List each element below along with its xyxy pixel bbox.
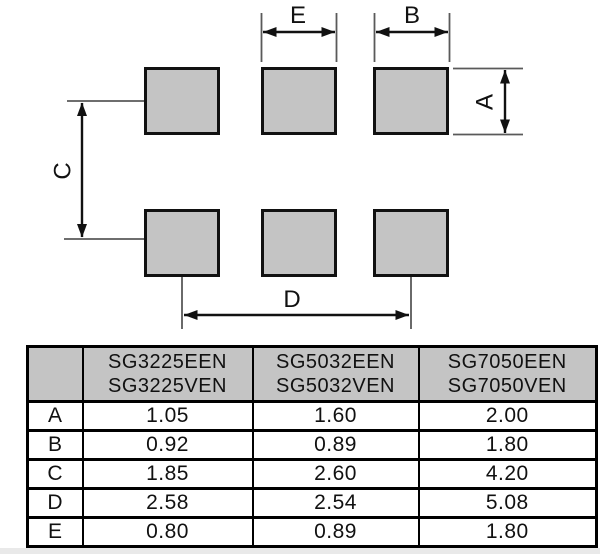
arrowhead-left: [184, 310, 198, 320]
row-label: E: [26, 516, 84, 548]
row-label: A: [26, 400, 84, 432]
pads: [144, 67, 449, 277]
row-label: C: [26, 458, 84, 490]
dim-value: 4.20: [417, 458, 598, 490]
dim-value: 5.08: [417, 487, 598, 519]
pad-bottom-left: [144, 209, 220, 277]
col-header-sg7050: SG7050EEN SG7050VEN: [417, 345, 598, 403]
arrowhead-right: [321, 27, 335, 37]
page-edge: [0, 548, 600, 554]
dim-value: 1.80: [417, 429, 598, 461]
table-row-d: D 2.58 2.54 5.08: [26, 487, 598, 519]
pad-top-left: [144, 67, 220, 135]
arrowhead-left: [376, 27, 390, 37]
dim-value: 1.80: [417, 516, 598, 548]
pad-bottom-middle: [261, 209, 337, 277]
pad-top-right: [373, 67, 449, 135]
col-header-sg3225: SG3225EEN SG3225VEN: [81, 345, 254, 403]
dim-value: 2.60: [251, 458, 420, 490]
dimension-b: B: [373, 2, 451, 62]
table-header-row: SG3225EEN SG3225VEN SG5032EEN SG5032VEN …: [26, 345, 598, 403]
dim-label-b: B: [404, 2, 420, 29]
dim-value: 0.89: [251, 516, 420, 548]
row-label: D: [26, 487, 84, 519]
dimension-e: E: [260, 2, 338, 62]
dimension-a: A: [453, 67, 523, 136]
dim-value: 0.80: [81, 516, 254, 548]
dim-value: 0.92: [81, 429, 254, 461]
dimension-c: C: [50, 100, 144, 240]
arrowhead-left: [263, 27, 277, 37]
arrowhead-up: [500, 70, 510, 84]
dim-value: 0.89: [251, 429, 420, 461]
dim-label-d: D: [283, 286, 300, 313]
arrowhead-down: [500, 119, 510, 133]
table-row-e: E 0.80 0.89 1.80: [26, 516, 598, 548]
dim-label-e: E: [290, 2, 306, 29]
header-line: SG3225EEN: [107, 351, 227, 373]
pad-bottom-right: [373, 209, 449, 277]
dim-value: 1.05: [81, 400, 254, 432]
arrowhead-right: [395, 310, 409, 320]
table-row-a: A 1.05 1.60 2.00: [26, 400, 598, 432]
dim-value: 1.60: [251, 400, 420, 432]
dim-value: 2.54: [251, 487, 420, 519]
arrowhead-right: [434, 27, 448, 37]
arrowhead-down: [77, 224, 87, 238]
dimensions-table: SG3225EEN SG3225VEN SG5032EEN SG5032VEN …: [26, 345, 598, 548]
dim-label-a: A: [472, 94, 499, 110]
table-row-b: B 0.92 0.89 1.80: [26, 429, 598, 461]
col-header-sg5032: SG5032EEN SG5032VEN: [251, 345, 420, 403]
dim-value: 2.00: [417, 400, 598, 432]
dim-value: 2.58: [81, 487, 254, 519]
row-label: B: [26, 429, 84, 461]
header-line: SG5032EEN: [275, 351, 395, 373]
header-line: SG7050VEN: [447, 375, 567, 397]
header-line: SG3225VEN: [107, 375, 227, 397]
land-pattern-diagram: E B A C: [50, 2, 523, 329]
dim-value: 1.85: [81, 458, 254, 490]
arrowhead-up: [77, 102, 87, 116]
corner-cell: [26, 345, 84, 403]
header-line: SG5032VEN: [275, 375, 395, 397]
header-line: SG7050EEN: [447, 351, 567, 373]
dimension-d: D: [181, 277, 412, 329]
table-row-c: C 1.85 2.60 4.20: [26, 458, 598, 490]
pad-top-middle: [261, 67, 337, 135]
dim-label-c: C: [50, 162, 77, 179]
